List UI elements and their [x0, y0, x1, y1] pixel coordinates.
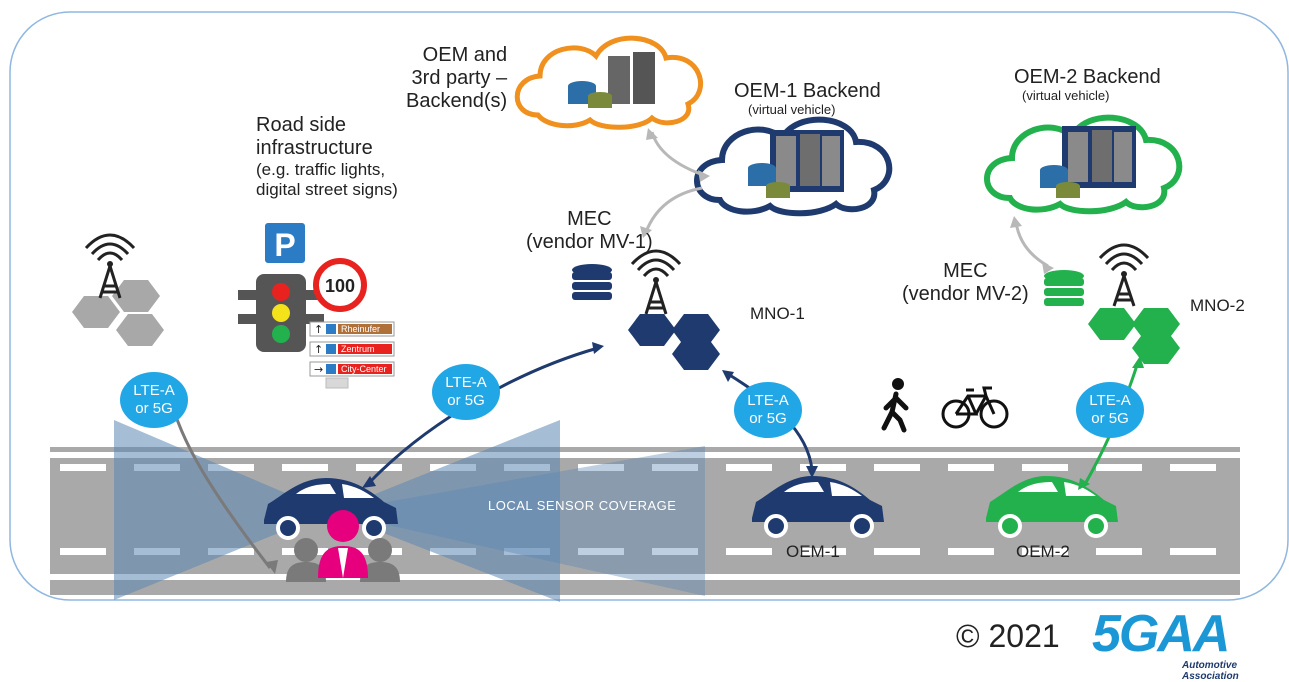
people-group-icon: [286, 510, 400, 582]
cloud-oem-3rd-party: [514, 35, 704, 130]
base-station-mno1-icon: [628, 249, 720, 370]
lte-bubble-line1: LTE-A: [747, 392, 789, 409]
pedestrian-icon: [881, 378, 909, 433]
mno2-label: MNO-2: [1190, 296, 1245, 315]
mec2-label: MEC (vendor MV-2): [902, 260, 1029, 305]
sensor-coverage: [114, 420, 705, 602]
direction-sign-1: Rheinufer: [341, 324, 380, 334]
svg-text:↑: ↑: [314, 343, 323, 356]
lte-bubble-line2: or 5G: [447, 392, 485, 409]
copyright-text: © 2021: [956, 618, 1060, 654]
frame: [9, 11, 1289, 601]
oem2-virtual-label: (virtual vehicle): [1022, 88, 1110, 103]
lte-bubble-line2: or 5G: [1091, 410, 1129, 427]
oem-3rd-party-label: OEM and 3rd party – Backend(s): [406, 44, 508, 112]
lte-bubble-line1: LTE-A: [1089, 392, 1131, 409]
sensor-coverage-label: LOCAL SENSOR COVERAGE: [488, 498, 677, 513]
direction-signs: ↑ Rheinufer ↑ Zentrum → City-Center: [309, 321, 395, 389]
bicycle-icon: [941, 386, 1009, 429]
mec2-database-icon: [1044, 270, 1084, 306]
lte-bubble-line2: or 5G: [135, 400, 173, 417]
base-station-left-icon: [72, 233, 164, 346]
lte-bubble-line2: or 5G: [749, 410, 787, 427]
mec1-database-icon: [572, 264, 612, 300]
speed-limit-value: 100: [325, 276, 355, 296]
cloud-oem1-backend: [694, 116, 893, 217]
mno1-label: MNO-1: [750, 304, 805, 323]
mec1-label: MEC (vendor MV-1): [526, 208, 653, 253]
svg-text:→: →: [314, 363, 323, 376]
car-oem1-icon: [752, 476, 884, 538]
5gaa-logo-subtitle: Automotive Association: [1182, 660, 1239, 682]
road-side-example-label: (e.g. traffic lights, digital street sig…: [256, 160, 398, 199]
direction-sign-2: Zentrum: [341, 344, 375, 354]
cloud-oem2-backend: [984, 114, 1183, 215]
oem1-virtual-label: (virtual vehicle): [748, 102, 836, 117]
road-side-label: Road side infrastructure: [256, 114, 373, 159]
5gaa-logo: 5GAA: [1092, 605, 1230, 663]
oem2-car-label: OEM-2: [1016, 542, 1070, 561]
backend-links: [640, 128, 1054, 274]
parking-sign-icon: P: [263, 221, 307, 265]
oem1-backend-label: OEM-1 Backend: [734, 80, 881, 102]
car-center-icon: [264, 478, 398, 540]
speed-limit-sign-icon: 100: [313, 258, 367, 312]
lte-bubble-line1: LTE-A: [445, 374, 487, 391]
direction-sign-3: City-Center: [341, 364, 387, 374]
parking-sign-letter: P: [274, 227, 295, 263]
lte-bubble-line1: LTE-A: [133, 382, 175, 399]
base-station-mno2-icon: [1088, 243, 1180, 364]
oem2-backend-label: OEM-2 Backend: [1014, 66, 1161, 88]
svg-text:↑: ↑: [314, 323, 323, 336]
oem1-car-label: OEM-1: [786, 542, 840, 561]
traffic-light-icon: [238, 274, 324, 352]
car-oem2-icon: [986, 476, 1118, 538]
